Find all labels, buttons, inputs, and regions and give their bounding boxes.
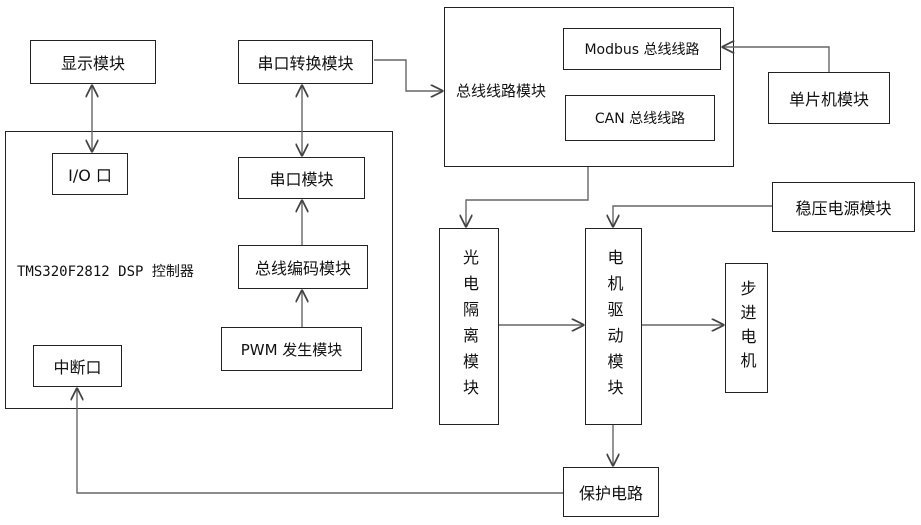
arrow-mcu-modbus xyxy=(723,47,829,72)
arrow-serialconvert-busline xyxy=(374,60,442,91)
arrow-busline-opto xyxy=(466,167,588,226)
arrow-regulator-motordrive xyxy=(613,206,772,226)
arrow-protection-interrupt xyxy=(77,389,563,493)
